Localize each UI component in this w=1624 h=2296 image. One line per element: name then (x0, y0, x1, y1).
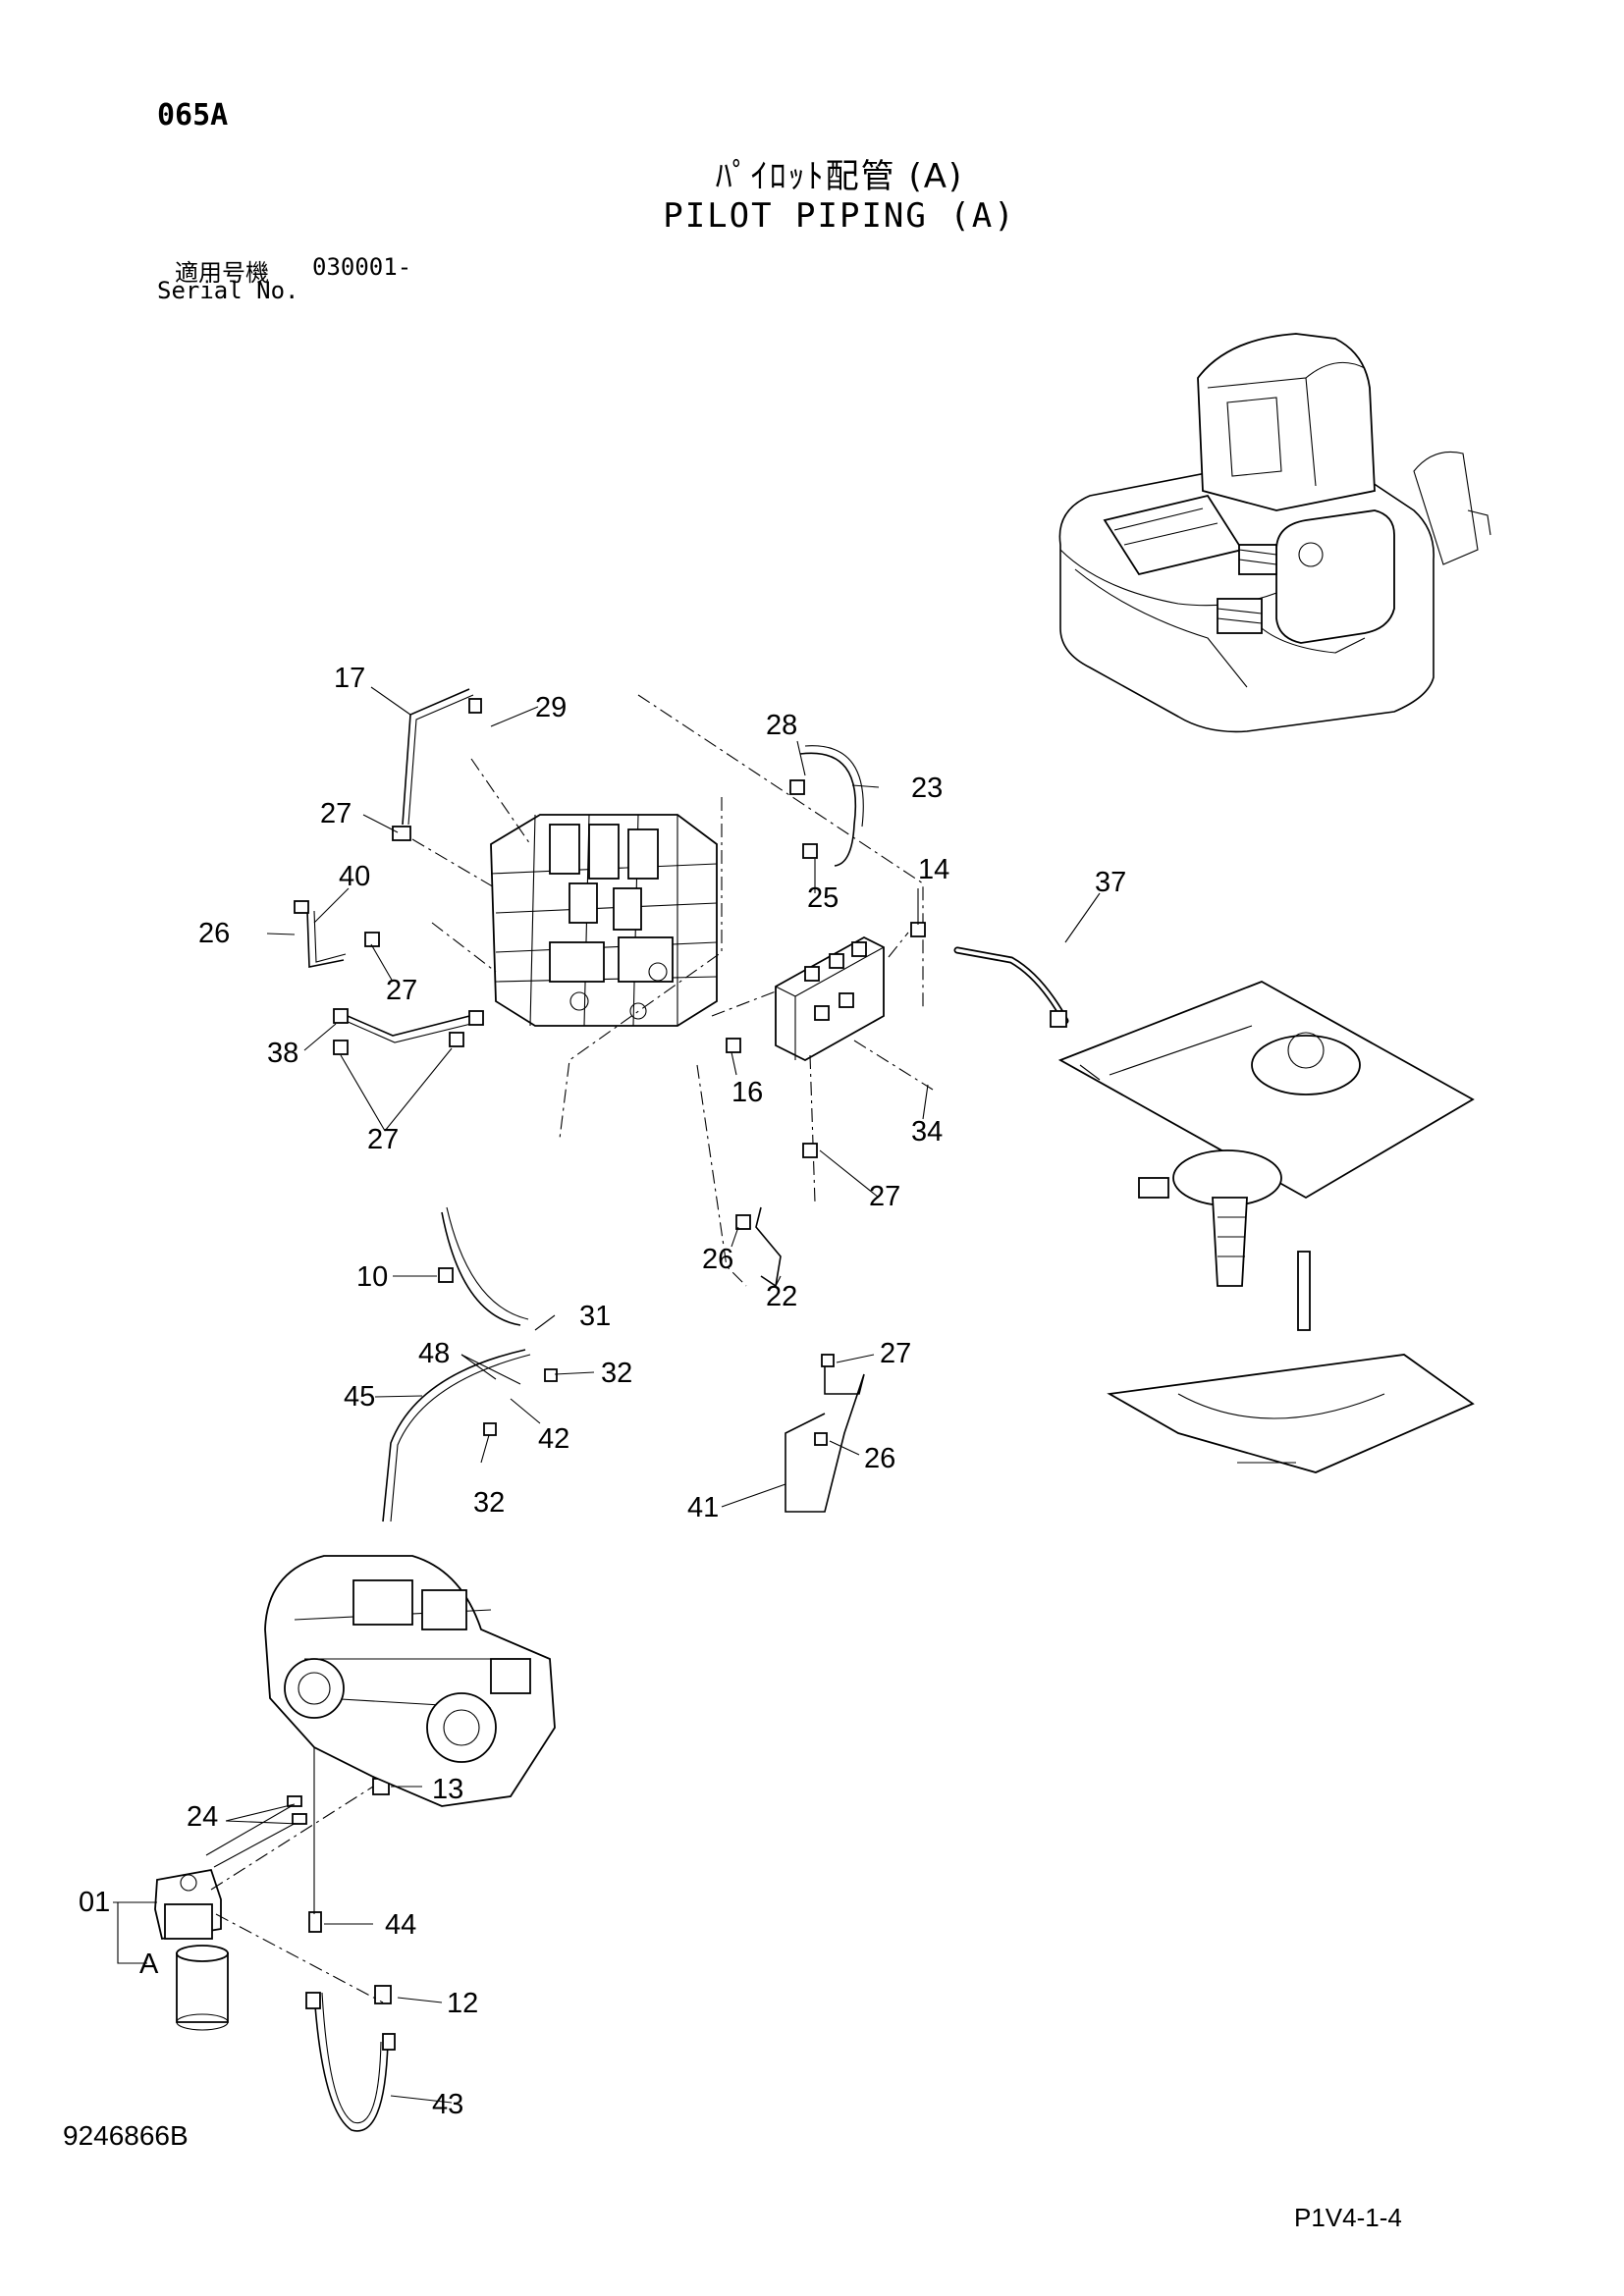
callout-A: A (139, 1949, 159, 1980)
callout-37: 37 (1095, 867, 1126, 898)
callout-48: 48 (418, 1338, 450, 1369)
hose-23 (799, 745, 864, 867)
callout-26-c: 26 (864, 1443, 895, 1474)
pipe-22 (755, 1206, 782, 1288)
callout-32-b: 32 (473, 1487, 505, 1519)
callout-27-a: 27 (320, 798, 352, 829)
excavator-overview (1058, 333, 1491, 733)
hose-37 (953, 946, 1069, 1028)
title-japanese: ﾊﾟｲﾛｯﾄ配管 (A) (715, 157, 964, 196)
pipe-38 (340, 1012, 484, 1043)
callout-27-c: 27 (367, 1124, 399, 1155)
manifold-block (775, 935, 885, 1062)
callout-43: 43 (432, 2089, 463, 2120)
title-english: PILOT PIPING (A) (663, 196, 1016, 236)
hydraulic-pump (264, 1555, 556, 1914)
callout-42: 42 (538, 1423, 569, 1455)
callout-27-d: 27 (869, 1181, 900, 1212)
callout-14: 14 (918, 854, 949, 885)
page-code: 065A (157, 98, 229, 133)
callout-26-b: 26 (702, 1244, 733, 1275)
callout-38: 38 (267, 1038, 298, 1069)
callout-labels: 17 29 28 23 27 40 26 27 25 14 37 38 27 1… (79, 663, 1126, 2120)
callout-40: 40 (339, 861, 370, 892)
hose-48 (382, 1349, 531, 1522)
serial-label-english: Serial No. (157, 277, 299, 304)
pipe-41 (785, 1364, 865, 1513)
serial-label-japanese: 適用号機 (175, 259, 269, 287)
callout-10: 10 (356, 1261, 388, 1293)
callout-22: 22 (766, 1281, 797, 1312)
callout-23: 23 (911, 773, 943, 804)
callout-13: 13 (432, 1774, 463, 1805)
drawing-number: 9246866B (63, 2120, 189, 2151)
callout-45: 45 (344, 1381, 375, 1413)
serial-number-value: 030001- (312, 253, 412, 281)
pilot-filter (154, 1868, 229, 2031)
callout-44: 44 (385, 1909, 416, 1941)
control-valve-mini (1217, 544, 1277, 634)
callout-41: 41 (687, 1492, 719, 1523)
hose-17 (402, 688, 474, 826)
swing-platform (1057, 981, 1475, 1473)
leader-lines (113, 686, 1101, 2104)
callout-29: 29 (535, 692, 567, 723)
fittings (294, 698, 926, 2051)
callout-16: 16 (731, 1077, 763, 1108)
callout-01: 01 (79, 1887, 110, 1918)
callout-26-a: 26 (198, 918, 230, 949)
callout-27-e: 27 (880, 1338, 911, 1369)
callout-32-a: 32 (601, 1358, 632, 1389)
hose-45 (441, 1206, 529, 1326)
callout-12: 12 (447, 1988, 478, 2019)
callout-24: 24 (187, 1801, 218, 1833)
callout-25: 25 (807, 882, 839, 914)
callout-28: 28 (766, 710, 797, 741)
callout-31: 31 (579, 1301, 611, 1332)
page-reference: P1V4-1-4 (1294, 2203, 1402, 2232)
control-valve-assembly (490, 814, 718, 1027)
hose-43 (313, 1992, 389, 2132)
callout-34: 34 (911, 1116, 943, 1148)
callout-27-b: 27 (386, 975, 417, 1006)
callout-17: 17 (334, 663, 365, 694)
pipe-40 (306, 910, 347, 968)
